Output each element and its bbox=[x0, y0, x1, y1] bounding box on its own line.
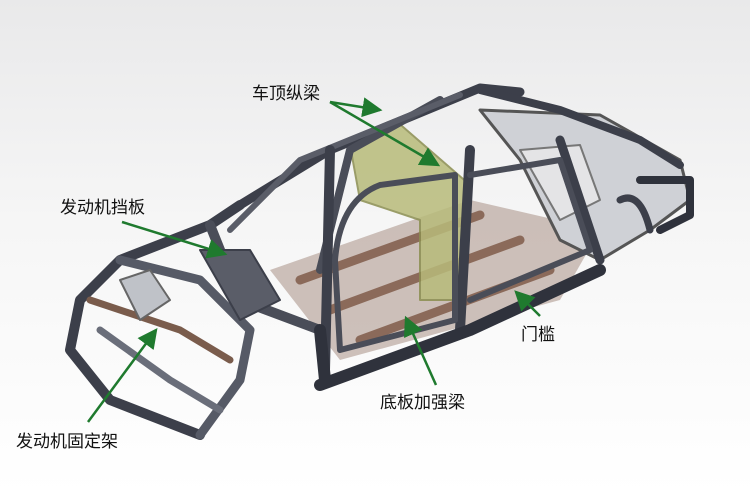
arrow-sill bbox=[514, 290, 541, 317]
label-floor-reinforcement: 底板加强梁 bbox=[380, 393, 465, 413]
label-firewall: 发动机挡板 bbox=[60, 198, 145, 218]
car-body-frame bbox=[65, 83, 694, 440]
label-engine-mount: 发动机固定架 bbox=[16, 432, 118, 452]
arrow-roof-rail-2 bbox=[329, 100, 441, 167]
arrow-floor-reinforcement bbox=[404, 315, 438, 386]
label-sill: 门槛 bbox=[521, 325, 555, 345]
arrow-engine-mount bbox=[86, 327, 158, 423]
label-roof-rail: 车顶纵梁 bbox=[252, 84, 320, 104]
arrow-roof-rail-1 bbox=[329, 97, 383, 118]
callout-arrows bbox=[86, 97, 541, 423]
arrow-firewall bbox=[121, 220, 228, 259]
